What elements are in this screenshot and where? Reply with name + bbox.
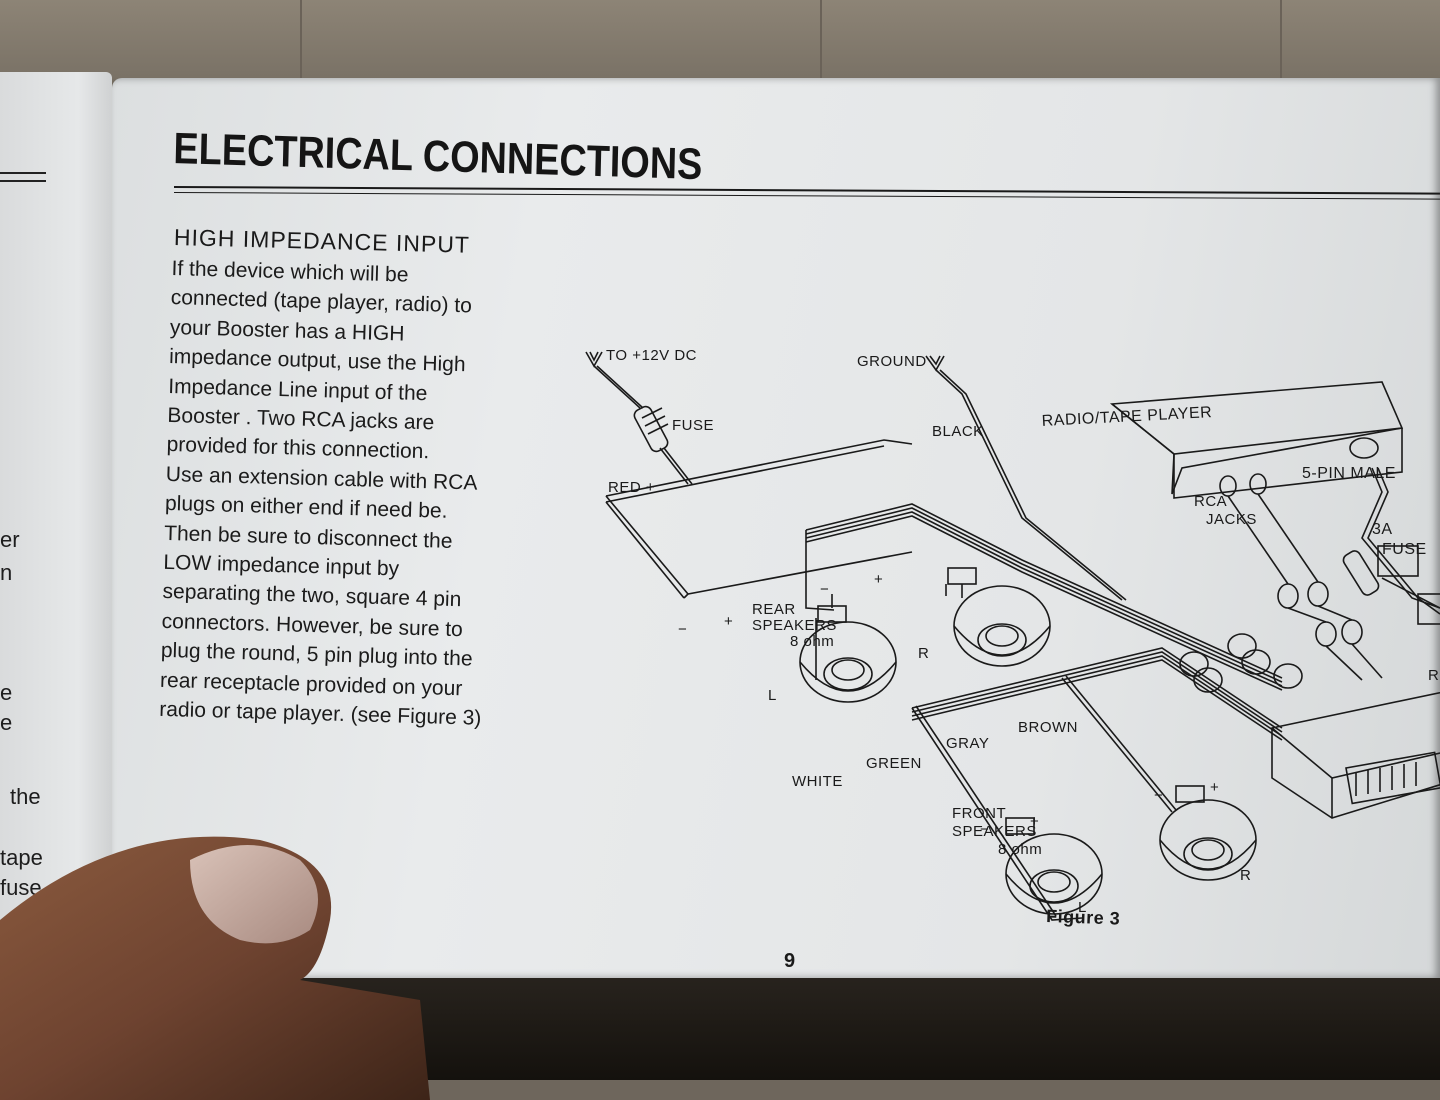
- wiring-diagram: TO +12V DC FUSE RED + GROUND BLACK RADIO…: [585, 347, 1440, 929]
- label-plus: +: [1030, 813, 1039, 830]
- speaker-icon: [1005, 833, 1103, 915]
- label-plus: +: [874, 571, 883, 588]
- left-page-text: tape: [0, 845, 43, 870]
- label-rear-l: L: [768, 687, 777, 704]
- rca-plug-icon: [1179, 633, 1303, 693]
- left-page-text: n: [0, 560, 13, 585]
- left-page-text: the: [10, 784, 41, 809]
- speaker-icon: [953, 585, 1051, 667]
- label-minus: −: [980, 821, 989, 838]
- label-plus: +: [1210, 779, 1219, 796]
- left-page-text: e: [0, 710, 13, 735]
- label-rear-speakers: SPEAKERS: [752, 617, 837, 634]
- label-rear-r: R: [918, 645, 929, 662]
- fuse-holder-icon: [633, 405, 669, 453]
- label-rca: RCA: [1194, 493, 1227, 510]
- label-minus: −: [1154, 787, 1163, 804]
- label-front: FRONT: [952, 805, 1006, 822]
- label-to-12v: TO +12V DC: [606, 347, 697, 364]
- floor-tile: [0, 0, 302, 90]
- booster-unit-icon: [1271, 691, 1440, 819]
- label-radio-tape-player: RADIO/TAPE PLAYER: [1041, 404, 1212, 430]
- speaker-icon: [799, 621, 897, 703]
- label-rear: REAR: [752, 601, 796, 618]
- label-fuse: FUSE: [672, 417, 714, 434]
- left-page-rule: [0, 172, 46, 174]
- label-edge-cut: R: [1428, 667, 1439, 684]
- page-title: ELECTRICAL CONNECTIONS: [172, 124, 703, 190]
- label-front-ohm: 8 ohm: [998, 841, 1042, 858]
- label-front-r: R: [1240, 867, 1251, 884]
- label-five-pin-male: 5-PIN MALE: [1302, 465, 1396, 482]
- floor-tile: [300, 0, 822, 90]
- manual-page: ELECTRICAL CONNECTIONS HIGH IMPEDANCE IN…: [112, 78, 1440, 978]
- label-front-speakers: SPEAKERS: [952, 823, 1037, 840]
- label-3a: 3A: [1372, 521, 1393, 538]
- left-page: er n e e the tape fuse.: [0, 72, 112, 942]
- label-ground: GROUND: [857, 353, 927, 370]
- left-page-text: e: [0, 680, 13, 705]
- speaker-icon: [1159, 799, 1257, 881]
- label-jacks: JACKS: [1206, 511, 1257, 528]
- figure-caption: Figure 3: [1046, 906, 1121, 929]
- label-white: WHITE: [792, 773, 843, 790]
- label-gray: GRAY: [946, 735, 989, 752]
- label-minus: −: [678, 621, 687, 638]
- page-number: 9: [784, 950, 796, 972]
- floor-tile: [820, 0, 1282, 90]
- section-heading: HIGH IMPEDANCE INPUT: [173, 224, 471, 258]
- label-brown: BROWN: [1018, 719, 1078, 736]
- left-page-text: er: [0, 527, 20, 552]
- rca-plug-icon: [1219, 473, 1363, 647]
- label-green: GREEN: [866, 755, 922, 772]
- label-3a-fuse: FUSE: [1382, 541, 1427, 558]
- square-connector-icon: [1377, 545, 1440, 625]
- label-minus: −: [820, 581, 829, 598]
- label-plus: +: [724, 613, 733, 630]
- radio-unit-icon: [1109, 381, 1404, 499]
- spade-connector-icon: [925, 355, 945, 372]
- label-front-l: L: [1078, 899, 1087, 916]
- label-red: RED +: [608, 479, 655, 496]
- thumb: [0, 836, 430, 1100]
- fuse-holder-icon: [1342, 550, 1380, 596]
- spade-connector-icon: [585, 351, 603, 368]
- body-paragraph: If the device which will be connected (t…: [159, 254, 572, 735]
- label-black: BLACK: [932, 423, 984, 440]
- label-rear-ohm: 8 ohm: [790, 633, 834, 650]
- left-page-rule: [0, 180, 46, 182]
